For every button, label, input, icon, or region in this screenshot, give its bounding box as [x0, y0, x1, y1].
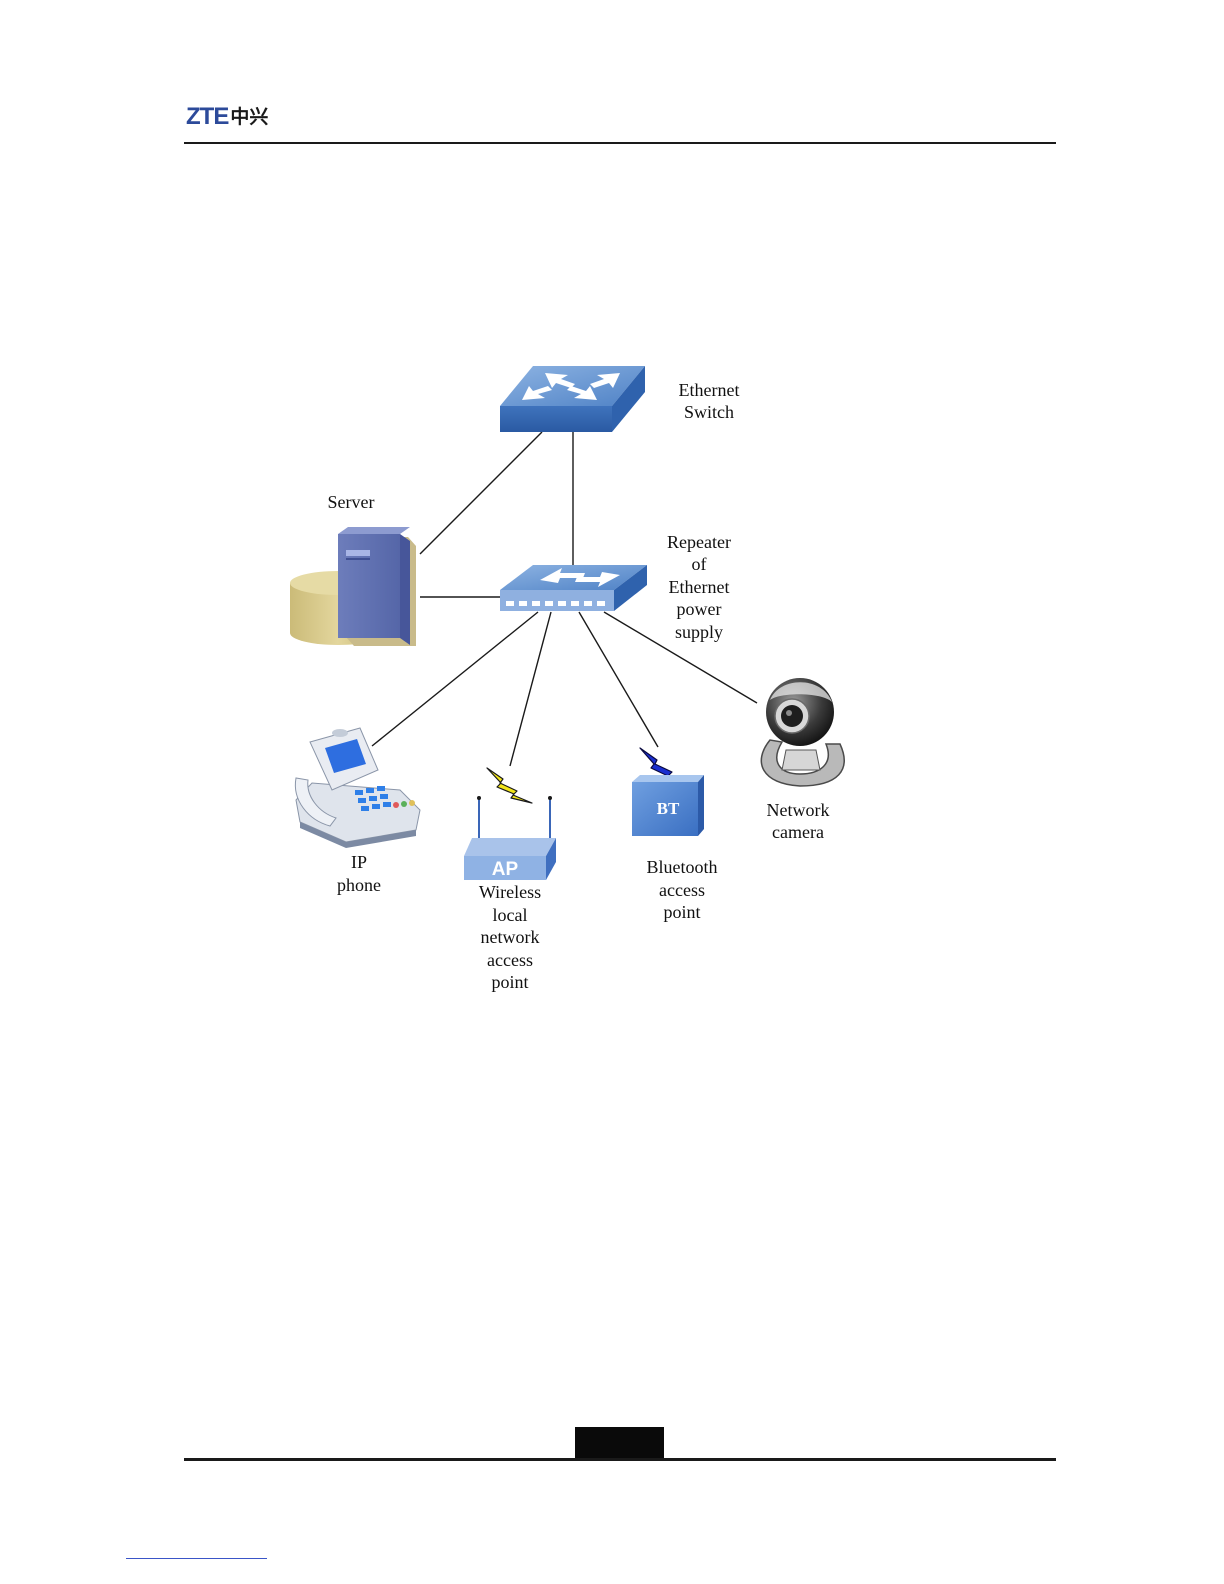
- poe-repeater-icon: [500, 565, 647, 611]
- label-line: Bluetooth: [647, 857, 718, 877]
- label-line: camera: [772, 822, 824, 842]
- bluetooth-ap-badge: BT: [657, 799, 680, 818]
- wlan-ap-badge: AP: [492, 859, 519, 880]
- network-camera-label: Network camera: [767, 800, 830, 842]
- label-line: Wireless: [479, 882, 541, 902]
- label-line: Ethernet: [679, 380, 740, 400]
- bluetooth-ap-label: Bluetooth access point: [647, 857, 718, 922]
- label-line: power: [677, 599, 722, 619]
- server-icon: [290, 527, 416, 646]
- edge-switch-server: [420, 432, 542, 554]
- label-line: network: [481, 927, 540, 947]
- poe-repeater-label: Repeater of Ethernet power supply: [667, 532, 731, 642]
- edge-repeater-bluetooth: [579, 612, 658, 747]
- wlan-ap-label: Wireless local network access point: [479, 882, 541, 992]
- label-line: Switch: [684, 402, 734, 422]
- label-line: phone: [337, 875, 381, 895]
- ip-phone-icon: [295, 728, 420, 848]
- label-line: Repeater: [667, 532, 731, 552]
- wlan-ap-icon: AP: [464, 796, 556, 880]
- label-line: of: [692, 554, 707, 574]
- footer-rule: [184, 1458, 1056, 1461]
- ethernet-switch-label: Ethernet Switch: [679, 380, 740, 422]
- footer-link-underline[interactable]: [126, 1558, 267, 1559]
- network-camera-icon: [761, 678, 844, 786]
- bluetooth-ap-icon: BT: [632, 775, 704, 836]
- server-label: Server: [328, 492, 375, 512]
- label-line: local: [493, 905, 528, 925]
- ip-phone-label: IP phone: [337, 852, 381, 895]
- label-line: Ethernet: [669, 577, 730, 597]
- label-line: IP: [351, 852, 367, 872]
- page-number-tab: [575, 1427, 664, 1459]
- label-line: point: [491, 972, 528, 992]
- label-line: Network: [767, 800, 830, 820]
- label-line: point: [663, 902, 700, 922]
- ethernet-switch-icon: [500, 366, 645, 432]
- label-line: access: [487, 950, 533, 970]
- label-line: supply: [675, 622, 723, 642]
- label-line: access: [659, 880, 705, 900]
- wireless-signal-icon: [487, 768, 532, 803]
- edge-repeater-wlan: [510, 612, 551, 766]
